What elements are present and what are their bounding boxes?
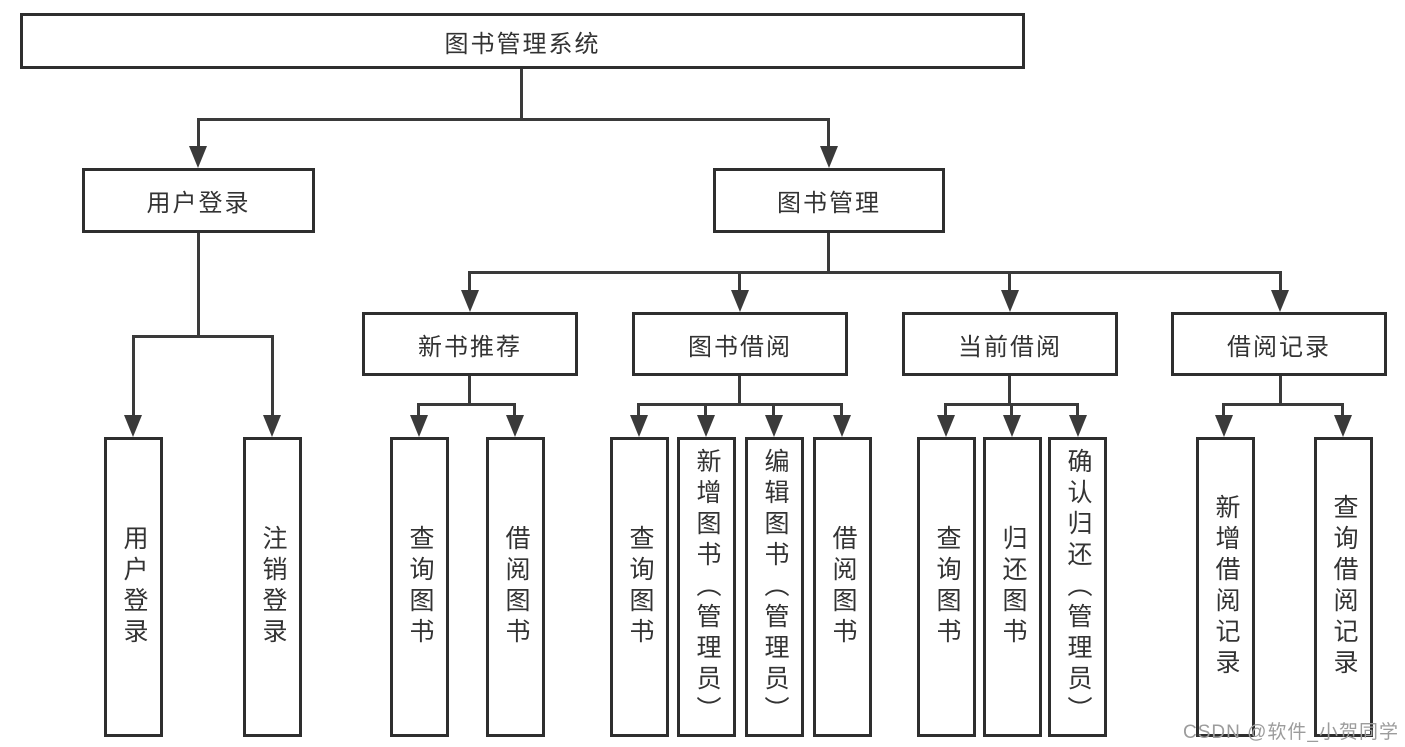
arrowhead-icon (630, 415, 648, 437)
connector-book-mgmt-stem (827, 233, 830, 274)
node-label: 用户登录 (146, 190, 251, 217)
leaf-label: 确认归还（管理员） (1064, 447, 1092, 727)
connector-current-borrow-stem (1008, 376, 1011, 406)
arrowhead-icon (1334, 415, 1352, 437)
node-label: 当前借阅 (958, 333, 1062, 361)
connector-borrow-record-drop (1279, 271, 1282, 293)
arrowhead-icon (765, 415, 783, 437)
leaf-user-login: 用户登录 (104, 437, 163, 737)
connector-leaf-drop (1076, 403, 1079, 419)
connector-user-login-drop (197, 118, 200, 150)
connector-new-book-stem (468, 376, 471, 406)
connector-current-borrow-drop (1008, 271, 1011, 293)
connector-leaf-drop (417, 403, 420, 419)
connector-leaf-drop (513, 403, 516, 419)
leaf-add-borrow-record: 新增借阅记录 (1196, 437, 1255, 737)
connector-borrow-record-stem (1279, 376, 1282, 406)
arrowhead-icon (731, 290, 749, 312)
arrowhead-icon (410, 415, 428, 437)
connector-leaf-drop (637, 403, 640, 419)
connector-book-mgmt-drop (827, 118, 830, 150)
leaf-label: 查询图书 (406, 525, 434, 649)
arrowhead-icon (1001, 290, 1019, 312)
leaf-borrow-book: 借阅图书 (486, 437, 545, 737)
arrowhead-icon (697, 415, 715, 437)
node-label: 新书推荐 (418, 333, 522, 361)
leaf-label: 编辑图书（管理员） (761, 447, 789, 727)
node-label: 图书借阅 (688, 333, 792, 361)
csdn-watermark: CSDN @软件_小贺同学 (1183, 722, 1399, 743)
leaf-label: 借阅图书 (829, 525, 857, 649)
connector-logout-drop (271, 335, 274, 419)
leaf-query-book: 查询图书 (390, 437, 449, 737)
leaf-label: 查询图书 (933, 525, 961, 649)
arrowhead-icon (1215, 415, 1233, 437)
leaf-return-book: 归还图书 (983, 437, 1042, 737)
connector-book-borrow-drop (738, 271, 741, 293)
leaf-borrow-book: 借阅图书 (813, 437, 872, 737)
connector-leaf-drop (704, 403, 707, 419)
connector-user-login-stem (197, 233, 200, 337)
arrowhead-icon (1271, 290, 1289, 312)
arrowhead-icon (820, 146, 838, 168)
connector-leaf-drop (1222, 403, 1225, 419)
leaf-label: 借阅图书 (502, 525, 530, 649)
leaf-query-borrow-record: 查询借阅记录 (1314, 437, 1373, 737)
arrowhead-icon (506, 415, 524, 437)
arrowhead-icon (189, 146, 207, 168)
arrowhead-icon (937, 415, 955, 437)
leaf-query-book: 查询图书 (610, 437, 669, 737)
connector-leaf-drop (944, 403, 947, 419)
connector-level2-rail (197, 118, 830, 121)
connector-new-book-rail (417, 403, 516, 406)
node-book-management: 图书管理 (713, 168, 945, 233)
leaf-label: 归还图书 (999, 525, 1027, 649)
node-borrowing-records: 借阅记录 (1171, 312, 1387, 376)
arrowhead-icon (461, 290, 479, 312)
arrowhead-icon (1003, 415, 1021, 437)
node-new-book-recommend: 新书推荐 (362, 312, 578, 376)
arrowhead-icon (124, 415, 142, 437)
connector-new-book-drop (468, 271, 471, 293)
leaf-label: 注销登录 (259, 525, 287, 649)
node-user-login: 用户登录 (82, 168, 315, 233)
leaf-label: 用户登录 (120, 525, 148, 649)
connector-leaf-drop (772, 403, 775, 419)
leaf-label: 查询图书 (626, 525, 654, 649)
connector-book-borrow-rail (637, 403, 843, 406)
leaf-query-book: 查询图书 (917, 437, 976, 737)
leaf-logout: 注销登录 (243, 437, 302, 737)
node-book-borrowing: 图书借阅 (632, 312, 848, 376)
connector-level3-rail (468, 271, 1282, 274)
leaf-edit-book-admin: 编辑图书（管理员） (745, 437, 804, 737)
connector-login-drop (132, 335, 135, 419)
node-current-borrowing: 当前借阅 (902, 312, 1118, 376)
node-label: 图书管理 (777, 190, 881, 217)
leaf-add-book-admin: 新增图书（管理员） (677, 437, 736, 737)
leaf-confirm-return-admin: 确认归还（管理员） (1048, 437, 1107, 737)
arrowhead-icon (833, 415, 851, 437)
connector-leaf-drop (1010, 403, 1013, 419)
node-label: 图书管理系统 (444, 30, 601, 58)
leaf-label: 新增借阅记录 (1212, 494, 1240, 680)
connector-book-borrow-stem (738, 376, 741, 406)
arrowhead-icon (1069, 415, 1087, 437)
connector-user-login-rail (132, 335, 274, 338)
connector-root-stem (520, 69, 523, 120)
node-library-system: 图书管理系统 (20, 13, 1025, 69)
connector-borrow-record-rail (1222, 403, 1344, 406)
leaf-label: 查询借阅记录 (1330, 494, 1358, 680)
leaf-label: 新增图书（管理员） (693, 447, 721, 727)
node-label: 借阅记录 (1227, 333, 1331, 361)
connector-leaf-drop (1341, 403, 1344, 419)
arrowhead-icon (263, 415, 281, 437)
connector-leaf-drop (840, 403, 843, 419)
